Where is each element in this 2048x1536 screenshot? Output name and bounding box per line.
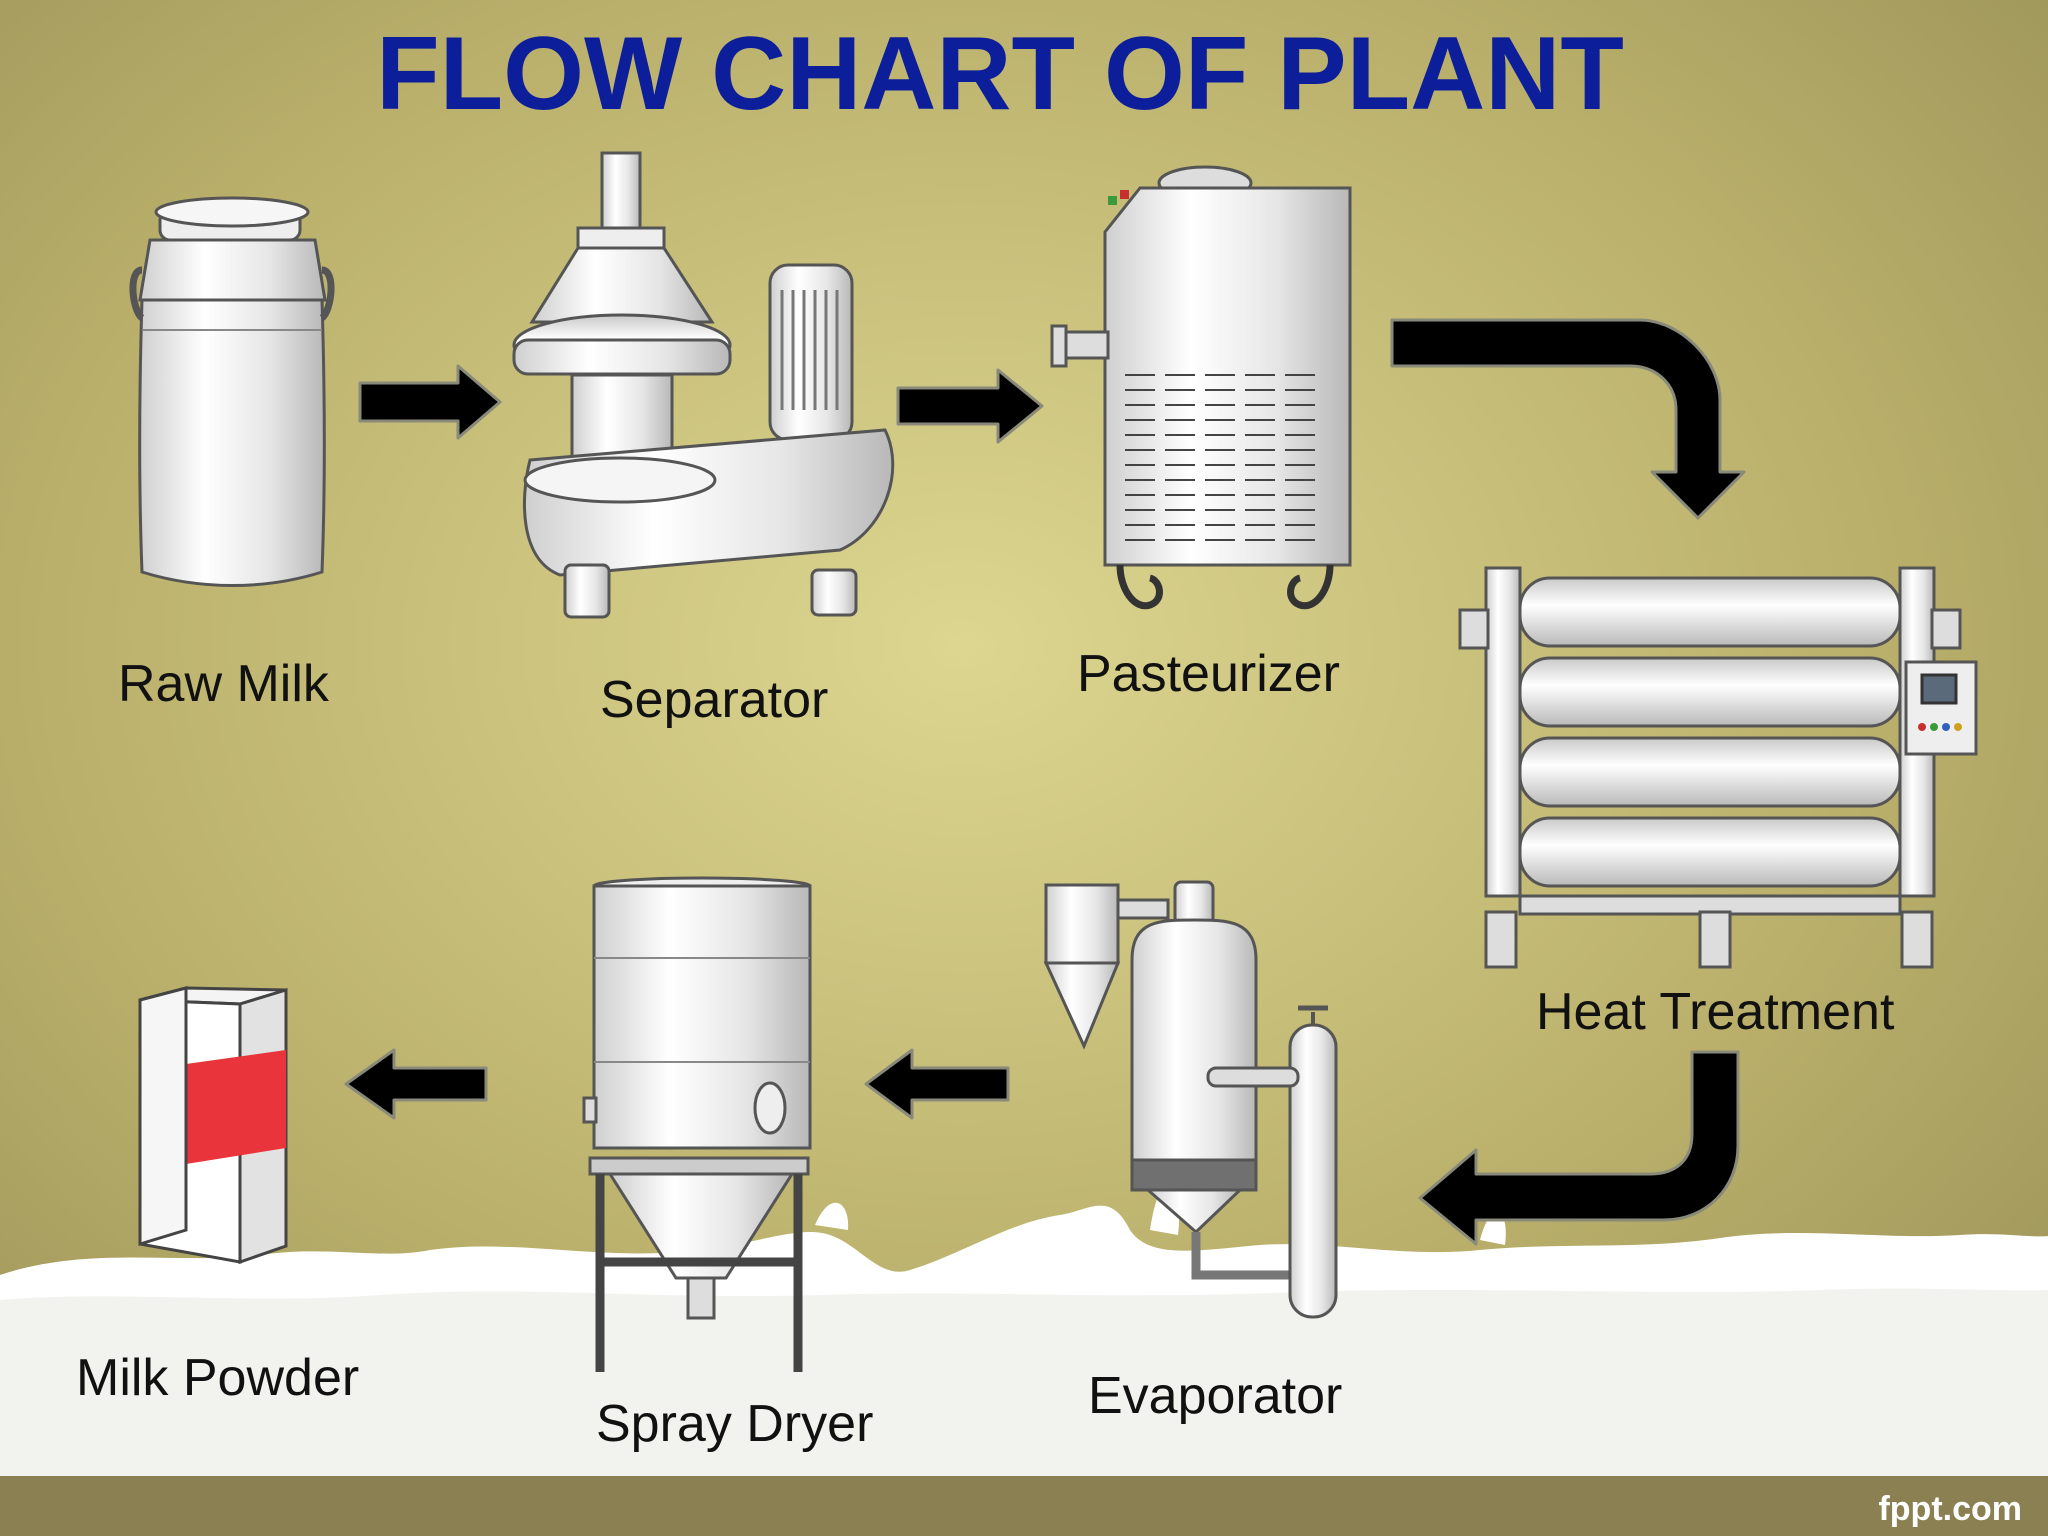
footer-brand: fppt.com <box>1878 1490 2022 1528</box>
arrow-evaporator-to-spray-dryer <box>864 1048 1010 1120</box>
flow-arrows <box>344 318 1746 1246</box>
step-label-raw-milk: Raw Milk <box>118 655 329 713</box>
step-label-heat-treatment: Heat Treatment <box>1536 983 1895 1041</box>
milk-splash-decoration <box>0 1183 2048 1476</box>
heat-treatment-icon <box>1458 566 1978 969</box>
step-label-milk-powder: Milk Powder <box>76 1349 360 1407</box>
arrow-raw-milk-to-separator <box>358 364 502 440</box>
milk-powder-box-icon <box>138 986 288 1265</box>
step-label-evaporator: Evaporator <box>1088 1367 1343 1425</box>
arrow-separator-to-pasteurizer <box>896 368 1044 444</box>
evaporator-icon <box>1043 880 1338 1319</box>
step-label-spray-dryer: Spray Dryer <box>596 1395 874 1453</box>
pasteurizer-icon <box>1050 165 1352 610</box>
page-title: FLOW CHART OF PLANT <box>376 16 1624 132</box>
milk-can-icon <box>129 196 335 587</box>
arrow-heat-treatment-to-evaporator <box>1418 1050 1740 1246</box>
step-label-pasteurizer: Pasteurizer <box>1077 645 1340 703</box>
arrow-pasteurizer-to-heat-treatment <box>1390 318 1746 520</box>
arrow-spray-dryer-to-milk-powder <box>344 1048 488 1120</box>
footer-bar <box>0 1476 2048 1536</box>
separator-icon <box>512 151 895 619</box>
step-label-separator: Separator <box>600 671 829 729</box>
spray-dryer-icon <box>582 876 812 1372</box>
